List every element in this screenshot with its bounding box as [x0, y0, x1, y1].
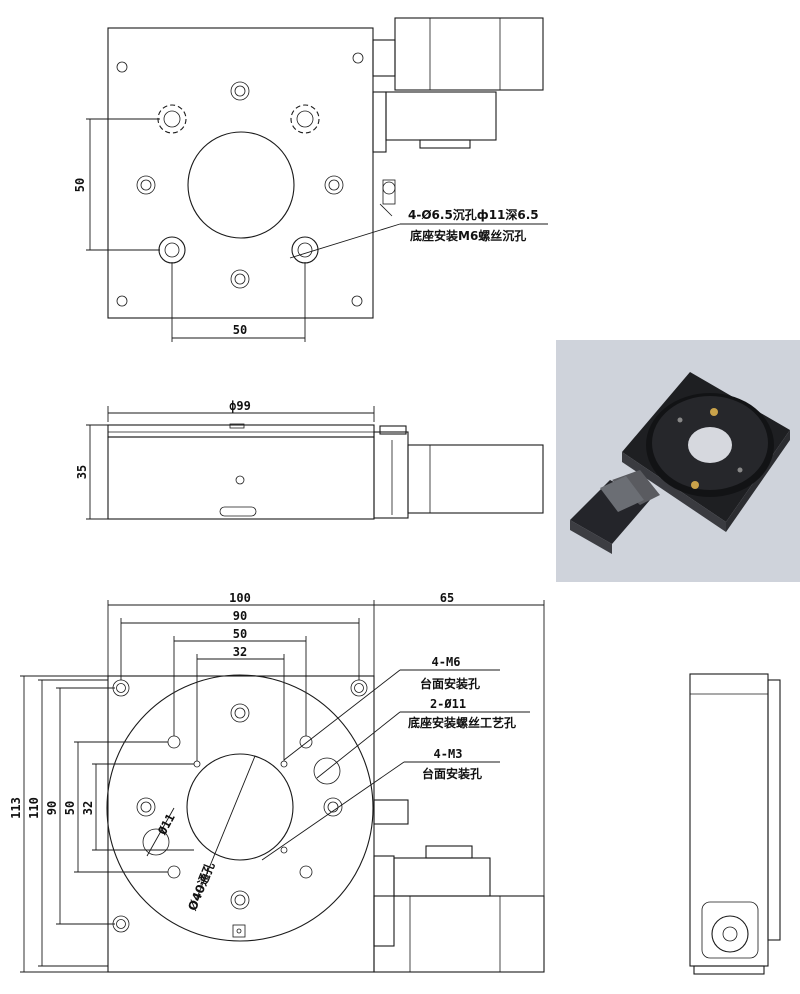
front-view: ф99 35 [75, 399, 544, 520]
bottom-dim-65: 65 [440, 591, 454, 605]
front-slot [219, 506, 257, 517]
top-view-base-plate [107, 27, 374, 319]
front-rotary-table [107, 424, 375, 438]
front-dim-height-label: 35 [75, 465, 89, 479]
front-dim-diameter: ф99 [107, 399, 375, 422]
bottom-process-hole [313, 757, 341, 785]
bottom-dim-v90: 90 [45, 801, 59, 815]
top-corner-hole [116, 61, 128, 73]
side-motor-boss [711, 915, 749, 953]
bottom-dim-phi40: Ø40通孔 [184, 860, 217, 913]
bottom-dim-50: 50 [233, 627, 247, 641]
callout-m3-a: 4-M3 [434, 747, 463, 761]
top-dim-horizontal: 50 [171, 262, 306, 342]
top-threaded-holes [136, 81, 344, 289]
top-corner-hole [351, 295, 363, 307]
front-dim-diameter-label: ф99 [229, 399, 251, 413]
callout-m6-b: 台面安装孔 [420, 676, 480, 691]
callout-m3-b: 台面安装孔 [422, 766, 482, 781]
bottom-motor [373, 799, 545, 973]
bottom-dim-v50: 50 [63, 801, 77, 815]
bottom-dim-113: 113 [9, 797, 23, 819]
callout-d11-a: 2-Ø11 [430, 697, 466, 711]
top-dim-horizontal-label: 50 [233, 323, 247, 337]
bottom-dims-horizontal: 100 90 50 32 65 [107, 591, 545, 896]
top-callout-line1: 4-Ø6.5沉孔ф11深6.5 [408, 207, 539, 222]
bottom-center-bore [186, 753, 294, 861]
bottom-diameter-leaders: Ø11 Ø40通孔 [146, 755, 256, 913]
bottom-dims-vertical: 113 110 90 50 32 [9, 675, 194, 973]
top-callout: 4-Ø6.5沉孔ф11深6.5 底座安装M6螺丝沉孔 [289, 207, 548, 259]
bottom-callouts: 4-M6 台面安装孔 2-Ø11 底座安装螺丝工艺孔 4-M3 台面安装孔 [261, 655, 530, 861]
bottom-dim-110: 110 [27, 797, 41, 819]
top-dim-vertical: 50 [73, 118, 160, 251]
top-callout-line2: 底座安装M6螺丝沉孔 [410, 228, 526, 243]
product-render [556, 340, 800, 582]
side-view [689, 673, 781, 975]
side-rotary-edge [767, 679, 781, 941]
bottom-dim-90: 90 [233, 609, 247, 623]
top-corner-hole [352, 52, 364, 64]
top-motor [372, 17, 544, 217]
top-corner-hole [116, 295, 128, 307]
bottom-dim-v32: 32 [81, 801, 95, 815]
front-side-hole [235, 475, 245, 485]
top-view: 50 50 4-Ø6.5沉孔ф11深6.5 底座安装M6螺丝沉孔 [73, 17, 548, 342]
front-motor [373, 425, 544, 519]
side-motor-face [701, 901, 759, 959]
bottom-holes [136, 703, 343, 910]
top-counterbore-holes [157, 104, 320, 264]
bottom-dim-100: 100 [229, 591, 251, 605]
callout-d11-b: 底座安装螺丝工艺孔 [408, 715, 516, 730]
front-dim-height: 35 [75, 424, 108, 520]
bottom-base-plate [107, 675, 375, 973]
top-dim-vertical-label: 50 [73, 178, 87, 192]
bottom-dim-32: 32 [233, 645, 247, 659]
bottom-process-hole [142, 828, 170, 856]
bottom-dim-phi11: Ø11 [155, 811, 178, 838]
callout-m6-a: 4-M6 [432, 655, 461, 669]
bottom-rotary-circle [106, 674, 374, 942]
bottom-view: 100 90 50 32 65 113 110 [9, 591, 545, 973]
top-center-bore [187, 131, 295, 239]
